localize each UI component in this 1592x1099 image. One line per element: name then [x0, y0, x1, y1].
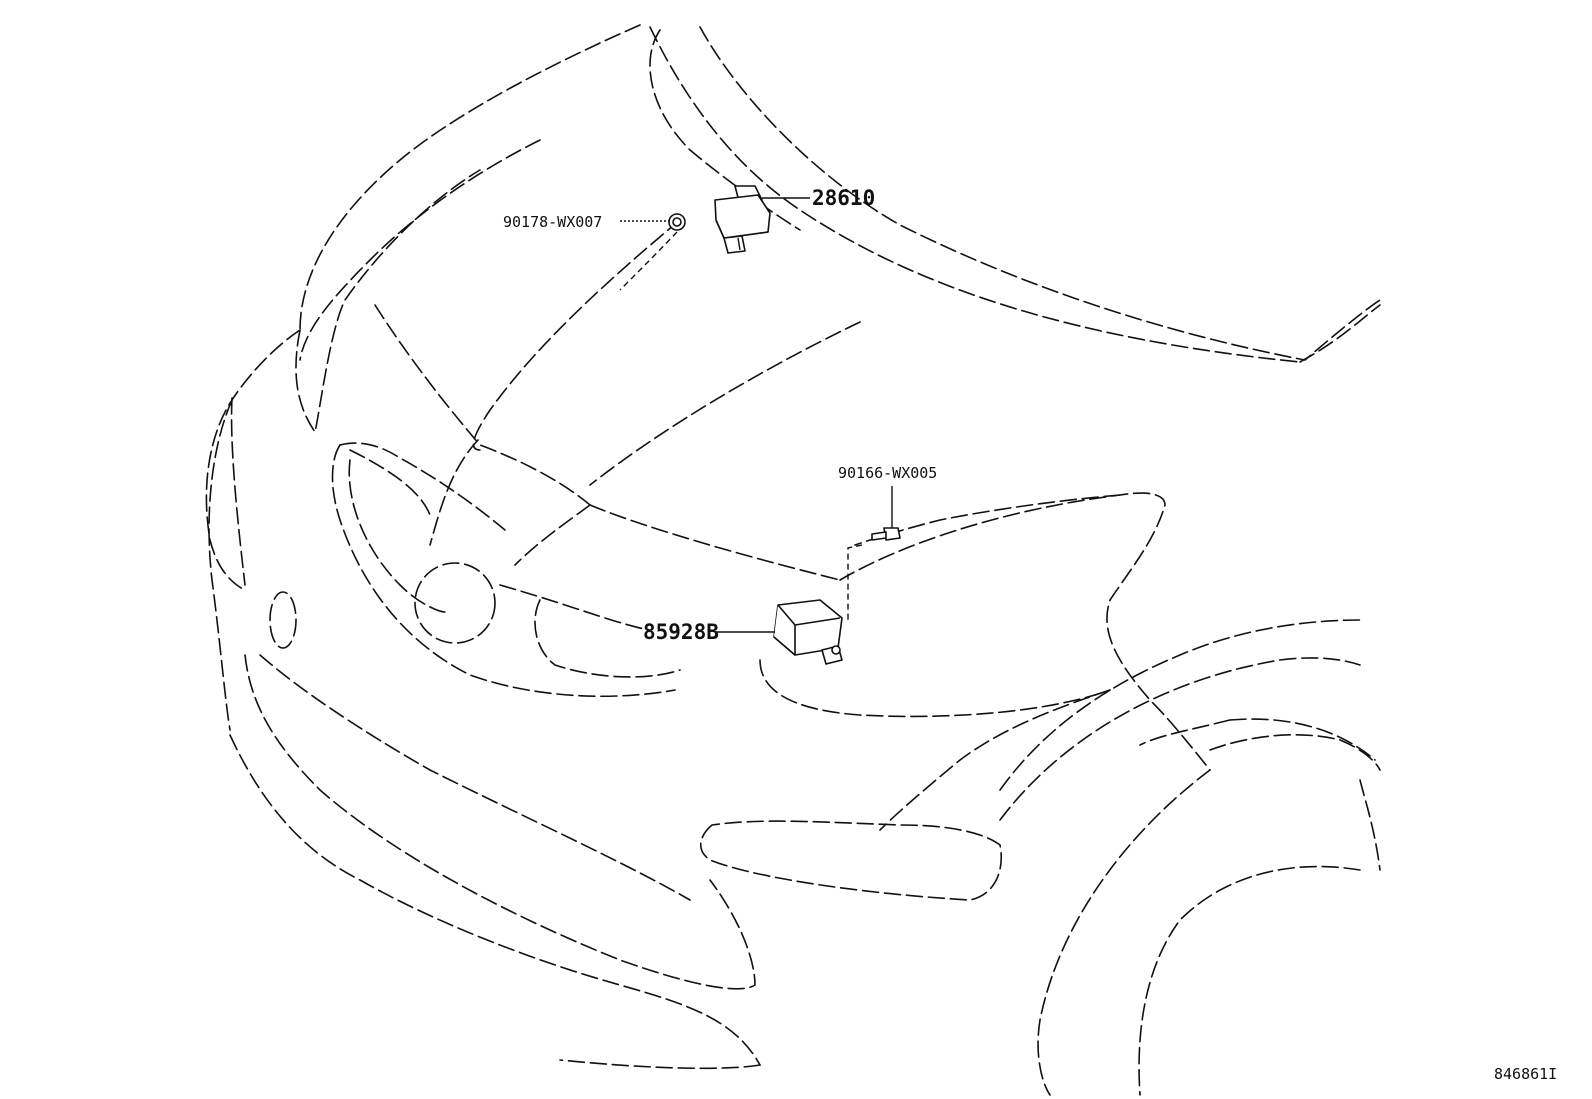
car-body-outline: [205, 24, 1381, 1096]
label-90166-WX005: 90166-WX005: [838, 464, 937, 482]
label-90178-WX007: 90178-WX007: [503, 213, 602, 231]
bolt-component: [847, 527, 901, 620]
buzzer-component: [773, 599, 843, 665]
illustration-id: 846861I: [1494, 1065, 1557, 1083]
label-28610: 28610: [812, 186, 875, 210]
relay-component: [714, 185, 771, 254]
label-85928B: 85928B: [643, 620, 719, 644]
leader-lines: [620, 197, 893, 633]
nut-component: [619, 213, 686, 291]
